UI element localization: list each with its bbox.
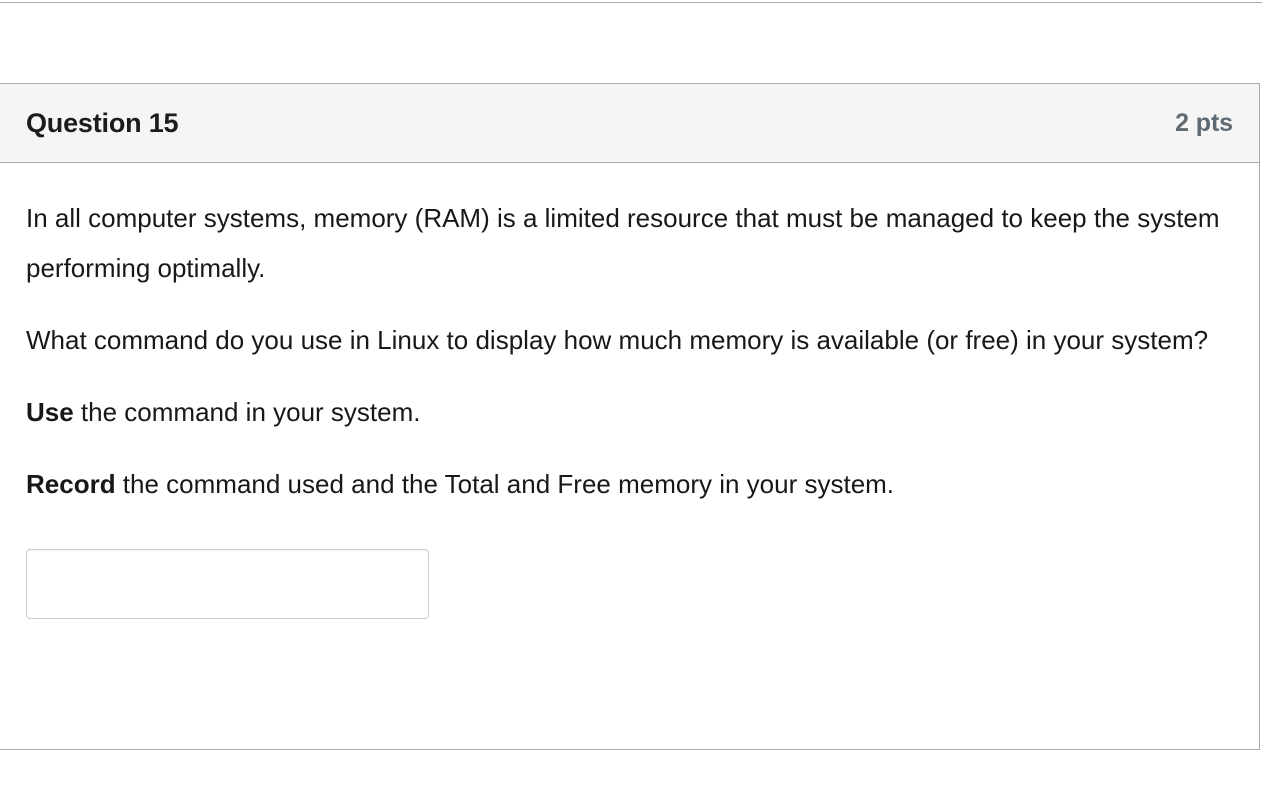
question-card: Question 15 2 pts In all computer system… <box>0 83 1260 750</box>
question-title: Question 15 <box>26 107 179 138</box>
question-body: In all computer systems, memory (RAM) is… <box>0 163 1259 749</box>
question-paragraph-3: Use the command in your system. <box>26 387 1221 437</box>
question-paragraph-1: In all computer systems, memory (RAM) is… <box>26 193 1221 293</box>
paragraph-4-lead: Record <box>26 469 116 499</box>
paragraph-3-lead: Use <box>26 397 74 427</box>
paragraph-1-text: In all computer systems, memory (RAM) is… <box>26 203 1220 283</box>
answer-input[interactable] <box>26 549 429 619</box>
question-points-badge: 2 pts <box>1175 108 1233 137</box>
paragraph-3-text: the command in your system. <box>73 397 421 427</box>
question-text: In all computer systems, memory (RAM) is… <box>26 193 1233 509</box>
paragraph-2-text: What command do you use in Linux to disp… <box>26 325 1209 355</box>
previous-question-divider <box>0 2 1262 3</box>
paragraph-4-text: the command used and the Total and Free … <box>115 469 895 499</box>
answer-area <box>26 549 1233 619</box>
question-paragraph-4: Record the command used and the Total an… <box>26 459 1221 509</box>
question-header: Question 15 2 pts <box>0 84 1259 163</box>
question-paragraph-2: What command do you use in Linux to disp… <box>26 315 1221 365</box>
